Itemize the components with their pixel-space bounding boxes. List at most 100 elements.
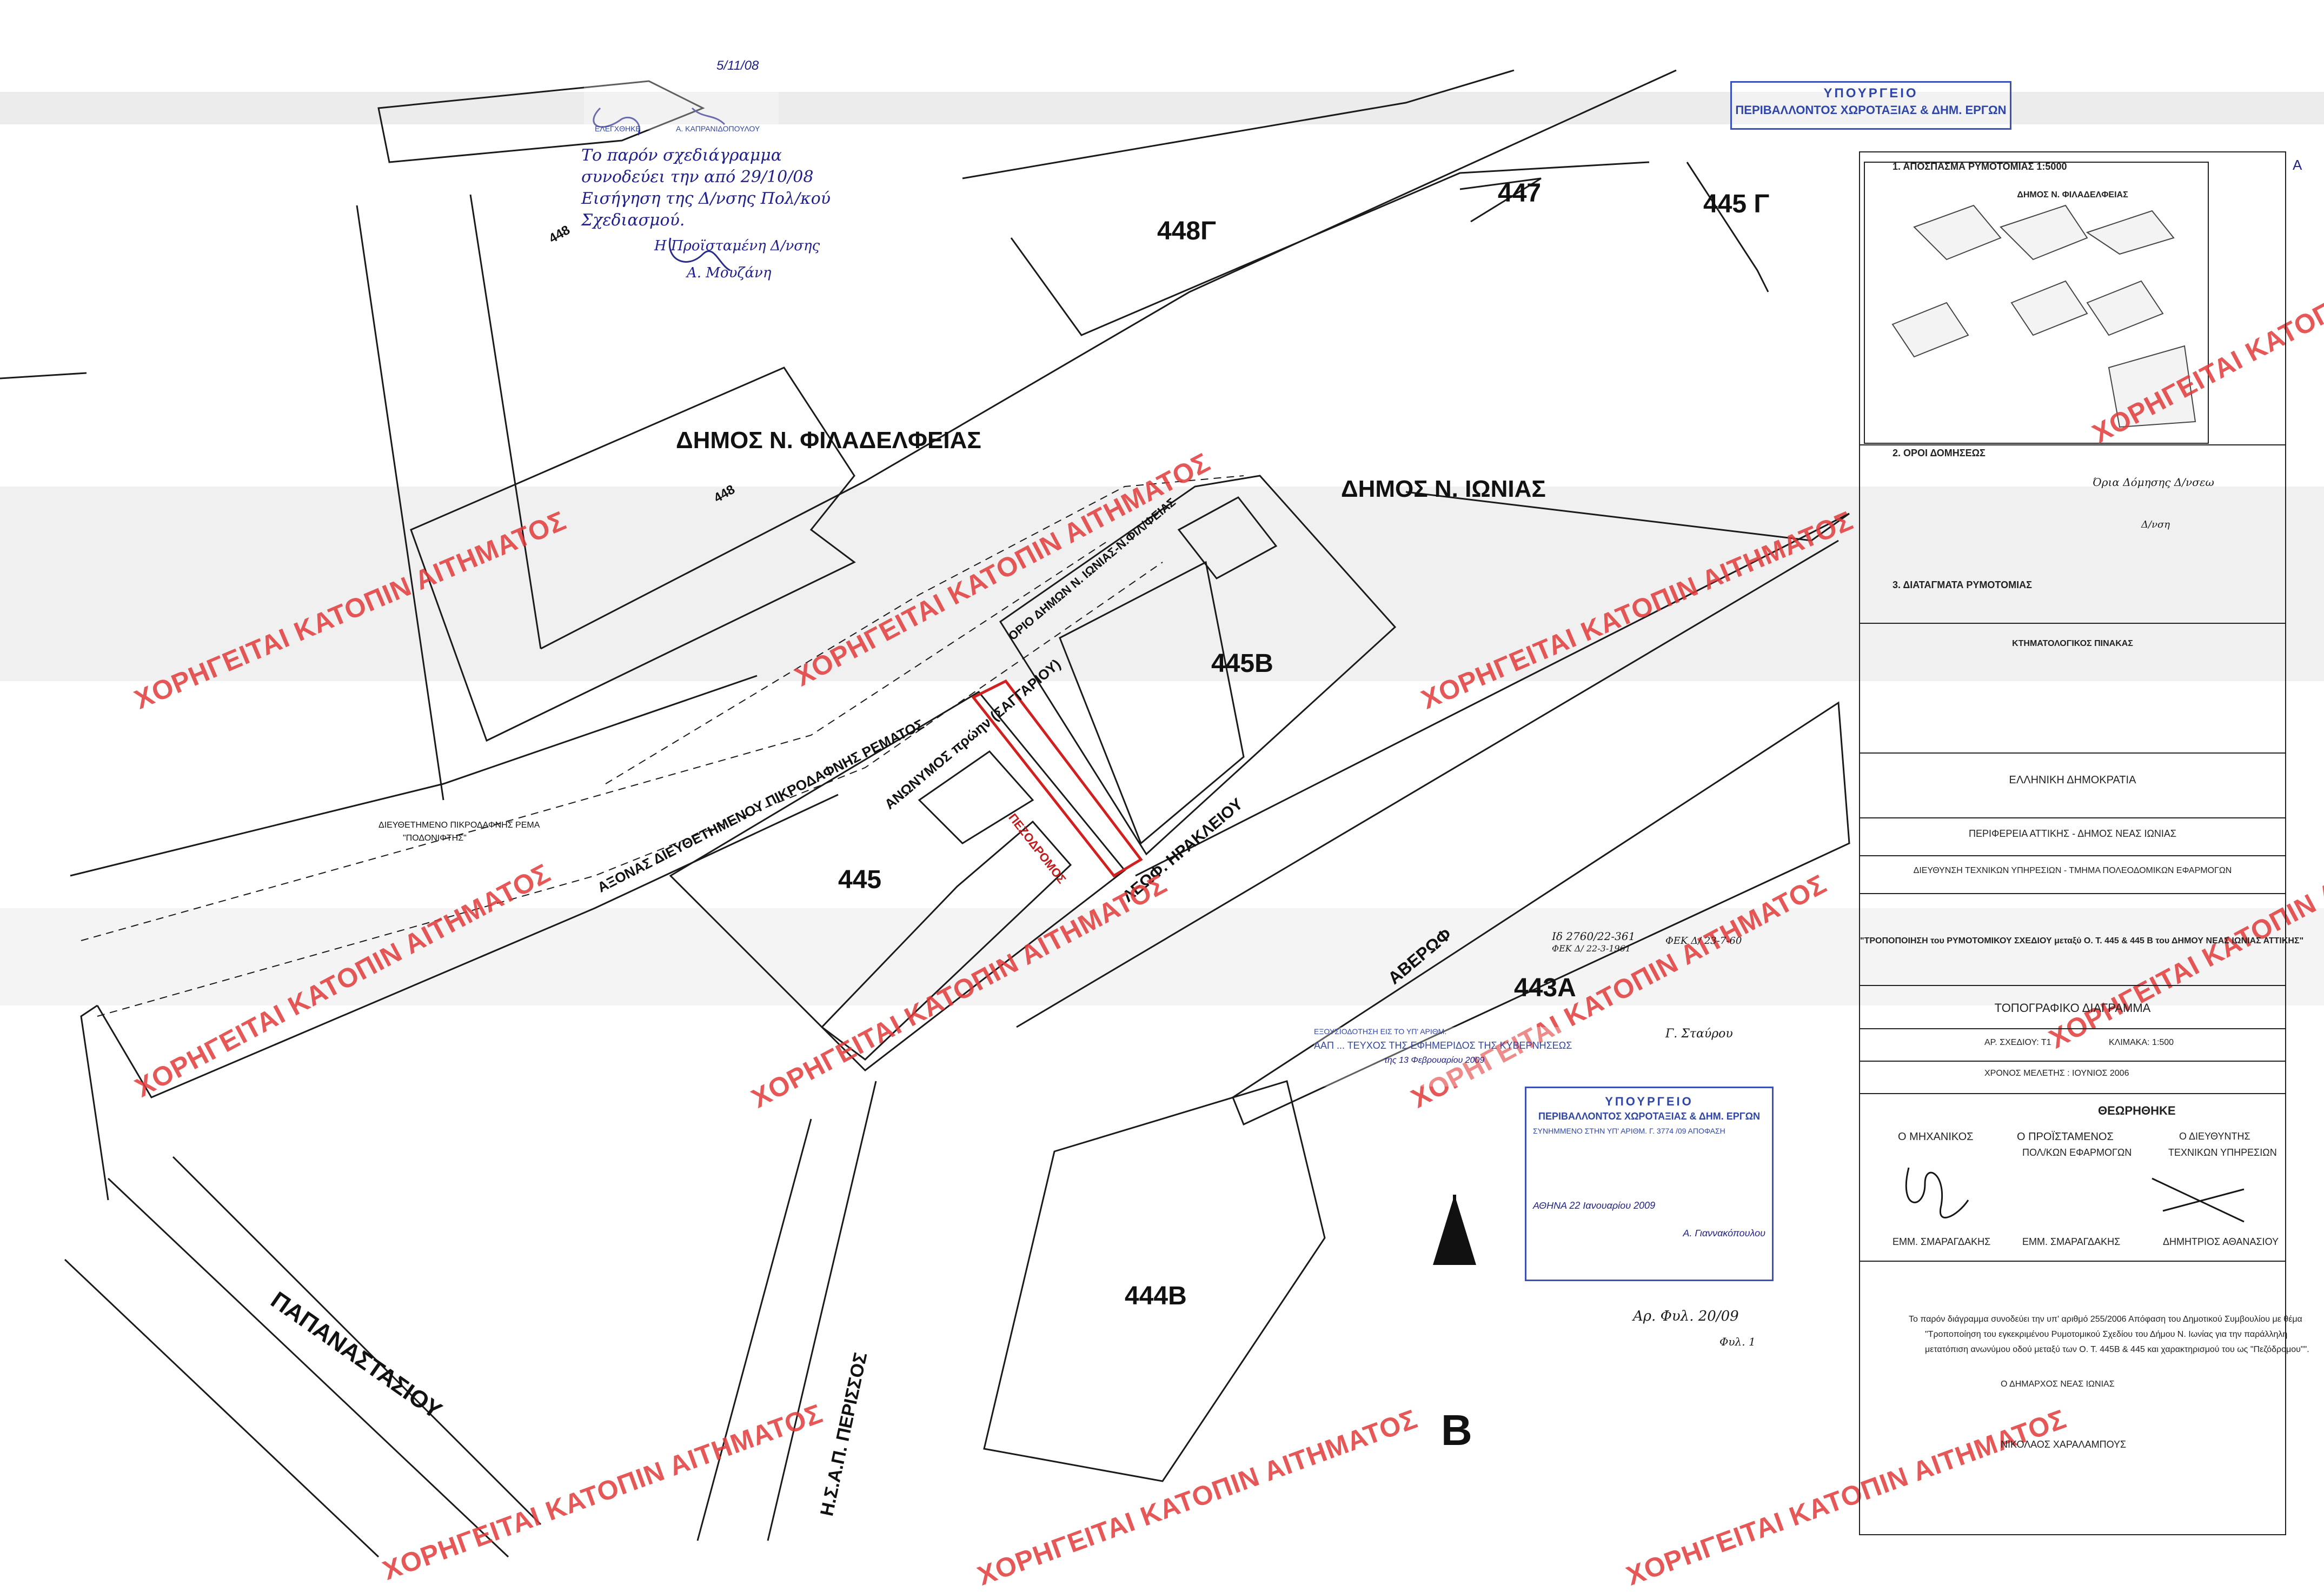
tb-scale: ΚΛΙΜΑΚΑ: 1:500 — [2109, 1038, 2174, 1047]
tb-section-title: 3. ΔΙΑΤΑΓΜΑΤΑ ΡΥΜΟΤΟΜΙΑΣ — [1893, 579, 2032, 590]
tb-divider — [1860, 1028, 2285, 1029]
authorization-stamp: ΕΞΟΥΣΙΟΔΟΤΗΣΗ ΕΙΣ ΤΟ ΥΠ' ΑΡΙΘΜ. ΑΑΠ ... … — [1314, 1027, 1649, 1087]
tb-section-title: 1. ΑΠΟΣΠΑΣΜΑ ΡΥΜΟΤΟΜΙΑΣ 1:5000 — [1893, 161, 2067, 172]
block-outline-447 — [1459, 177, 1542, 223]
ministry-stamp-bottom: ΥΠΟΥΡΓΕΙΟ ΠΕΡΙΒΑΛΛΟΝΤΟΣ ΧΩΡΟΤΑΞΙΑΣ & ΔΗΜ… — [1525, 1087, 1774, 1281]
thumbnail-map-blocks — [1891, 204, 2196, 428]
channel-edge — [70, 675, 758, 877]
tb-directorate: ΔΙΕΥΘΥΝΣΗ ΤΕΧΝΙΚΩΝ ΥΠΗΡΕΣΙΩΝ - ΤΜΗΜΑ ΠΟΛ… — [1913, 866, 2232, 875]
municipality-label-ionia: ΔΗΜΟΣ Ν. ΙΩΝΙΑΣ — [1341, 476, 1546, 502]
scan-band — [0, 92, 2324, 124]
block-number-447: 447 — [1498, 179, 1542, 208]
tb-head-role-dept: ΠΟΛ/ΚΩΝ ΕΦΑΡΜΟΓΩΝ — [2022, 1147, 2132, 1158]
tb-drawing-type: ΤΟΠΟΓΡΑΦΙΚΟ ΔΙΑΓΡΑΜΜΑ — [1994, 1001, 2151, 1015]
stamp-subtitle: ΠΕΡΙΒΑΛΛΟΝΤΟΣ ΧΩΡΟΤΑΞΙΑΣ & ΔΗΜ. ΕΡΓΩΝ — [1735, 103, 2007, 117]
street-edge — [356, 205, 444, 801]
north-arrow — [1433, 1195, 1476, 1265]
handwritten-note-line: Το παρόν σχεδιάγραμμα — [581, 146, 782, 165]
street-edge — [107, 1177, 509, 1558]
boundary-line — [605, 475, 1244, 784]
scan-band — [0, 487, 2324, 681]
tb-council-note: μετατόπιση ανωνύμου οδού μεταξύ των Ο. Τ… — [1925, 1345, 2309, 1354]
handwritten-note: ΦΕΚ Δ/ 22-3-1961 — [1552, 943, 1631, 954]
handwritten-note-line: Σχεδιασμού. — [581, 211, 685, 230]
tb-council-note: "Τροποποίηση του εγκεκριμένου Ρυμοτομικο… — [1925, 1330, 2288, 1339]
stream-note-name: "ΠΟΔΟΝΙΦΤΗΣ" — [403, 834, 467, 843]
tb-drawing-no: ΑΡ. ΣΧΕΔΙΟΥ: Τ1 — [1984, 1038, 2051, 1047]
title-block: 1. ΑΠΟΣΠΑΣΜΑ ΡΥΜΟΤΟΜΙΑΣ 1:5000 ΔΗΜΟΣ Ν. … — [1859, 151, 2309, 1535]
tb-divider — [1860, 444, 2285, 445]
page-mark: Α — [2293, 157, 2302, 173]
street-edge — [1016, 539, 1839, 1028]
tb-checked: ΘΕΩΡΗΘΗΚΕ — [2098, 1104, 2176, 1117]
tb-mayor-org: Ο ΔΗΜΑΡΧΟΣ ΝΕΑΣ ΙΩΝΙΑΣ — [2001, 1380, 2115, 1389]
stamp-signer: Α. ΚΑΠΡΑΝΙΔΟΠΟΥΛΟΥ — [676, 124, 760, 133]
tb-engineer-role: Ο ΜΗΧΑΝΙΚΟΣ — [1898, 1131, 1974, 1143]
tb-engineer-name: ΕΜΜ. ΣΜΑΡΑΓΔΑΚΗΣ — [1893, 1236, 1991, 1247]
north-letter: B — [1441, 1406, 1472, 1454]
channel-edge — [80, 1004, 109, 1201]
axis-line — [97, 562, 1163, 1017]
tb-section-subtitle: ΔΗΜΟΣ Ν. ΦΙΛΑΔΕΛΦΕΙΑΣ — [2017, 190, 2128, 199]
building-outline — [1059, 561, 1245, 845]
handwritten-note-line: συνοδεύει την από 29/10/08 — [581, 168, 814, 186]
block-outline-445G — [1686, 162, 1769, 292]
isap-track — [767, 1081, 877, 1541]
scan-band — [0, 908, 2324, 1005]
building-outline — [918, 750, 1034, 844]
block-number-445B: 445Β — [1211, 649, 1273, 678]
street-edge — [962, 69, 1515, 179]
stamp-signer: Α. Γιαννακόπουλου — [1683, 1228, 1765, 1238]
block-number-443A: 443Α — [1514, 974, 1576, 1002]
tb-divider — [1860, 893, 2285, 894]
handwritten-note: Φυλ. 1 — [1719, 1335, 1756, 1348]
stamp-checked: ΕΛΕΓΧΘΗΚΕ — [595, 124, 641, 133]
ministry-stamp-top: ΥΠΟΥΡΓΕΙΟ ΠΕΡΙΒΑΛΛΟΝΤΟΣ ΧΩΡΟΤΑΞΙΑΣ & ΔΗΜ… — [1730, 81, 2011, 130]
tb-director-name: ΔΗΜΗΤΡΙΟΣ ΑΘΑΝΑΣΙΟΥ — [2163, 1236, 2279, 1247]
handwritten-note: Γ. Σταύρου — [1665, 1027, 1733, 1041]
handwritten-note: Ιδ 2760/22-361 — [1552, 930, 1636, 943]
tb-head-name: ΕΜΜ. ΣΜΑΡΑΓΔΑΚΗΣ — [2022, 1236, 2121, 1247]
street-edge — [64, 1258, 380, 1558]
tb-divider — [1860, 985, 2285, 986]
handwritten-signature-marks — [593, 107, 731, 271]
tb-mayor-name: ΝΙΚΟΛΑΟΣ ΧΑΡΑΛΑΜΠΟΥΣ — [2001, 1439, 2127, 1450]
street-edge — [469, 194, 542, 649]
stamp-subtitle: ΠΕΡΙΒΑΛΛΟΝΤΟΣ ΧΩΡΟΤΑΞΙΑΣ & ΔΗΜ. ΕΡΓΩΝ — [1538, 1111, 1761, 1122]
stamp-line: της 13 Φεβρουαρίου 2009 — [1384, 1056, 1485, 1065]
tb-divider — [1860, 855, 2285, 856]
registry-stamp: 5/11/08 ΕΛΕΓΧΘΗΚΕ Α. ΚΑΠΡΑΝΙΔΟΠΟΥΛΟΥ — [584, 11, 779, 133]
tb-divider — [1860, 1061, 2285, 1062]
tb-divider — [1860, 623, 2285, 624]
block-outline-448G — [1010, 161, 1650, 336]
tb-director-role: Ο ΔΙΕΥΘΥΝΤΗΣ — [2179, 1131, 2250, 1142]
street-edge — [540, 69, 1677, 650]
block-outline-445B — [999, 475, 1397, 856]
block-outline-444B — [983, 1080, 1326, 1482]
stamp-decision-ref: ΣΥΝΗΜΜΕΝΟ ΣΤΗΝ ΥΠ' ΑΡΙΘΜ. Γ. 3774 /09 ΑΠ… — [1533, 1127, 1725, 1135]
stamp-line: ΑΑΠ ... ΤΕΥΧΟΣ ΤΗΣ ΕΦΗΜΕΡΙΔΟΣ ΤΗΣ ΚΥΒΕΡΝ… — [1314, 1040, 1572, 1051]
handwritten-note: Δ/νση — [2141, 519, 2170, 530]
isap-track — [696, 1118, 812, 1541]
tb-study-time: ΧΡΟΝΟΣ ΜΕΛΕΤΗΣ : ΙΟΥΝΙΟΣ 2006 — [1984, 1069, 2129, 1078]
street-edge — [0, 372, 87, 379]
tb-republic: ΕΛΛΗΝΙΚΗ ΔΗΜΟΚΡΑΤΙΑ — [2009, 774, 2136, 786]
block-number-444B: 444Β — [1125, 1282, 1187, 1310]
tb-section-title: 2. ΟΡΟΙ ΔΟΜΗΣΕΩΣ — [1893, 448, 1986, 458]
handwritten-note: Όρια Δόμησης Δ/νσεω — [2093, 476, 2214, 489]
building-outline — [820, 820, 1072, 1061]
stamp-date: 5/11/08 — [716, 58, 759, 73]
tb-divider — [1860, 817, 2285, 818]
handwritten-note-line: Εισήγηση της Δ/νσης Πολ/κού — [581, 189, 831, 208]
street-edge — [1135, 512, 1850, 877]
handwritten-note: ΦΕΚ Δ/ 23-7-60 — [1665, 935, 1742, 947]
stamp-line: ΕΞΟΥΣΙΟΔΟΤΗΣΗ ΕΙΣ ΤΟ ΥΠ' ΑΡΙΘΜ. — [1314, 1027, 1447, 1036]
block-number-445G: 445 Γ — [1703, 190, 1770, 218]
tb-region: ΠΕΡΙΦΕΡΕΙΑ ΑΤΤΙΚΗΣ - ΔΗΜΟΣ ΝΕΑΣ ΙΩΝΙΑΣ — [1968, 828, 2177, 839]
block-number-448G: 448Γ — [1157, 217, 1216, 245]
axis-line — [81, 540, 1109, 941]
handwritten-signature-name: Α. Μουζάνη — [687, 265, 772, 281]
tb-project: "ΤΡΟΠΟΠΟΙΗΣΗ του ΡΥΜΟΤΟΜΙΚΟΥ ΣΧΕΔΙΟΥ μετ… — [1860, 936, 2304, 945]
signature-marks — [1905, 1167, 2245, 1223]
